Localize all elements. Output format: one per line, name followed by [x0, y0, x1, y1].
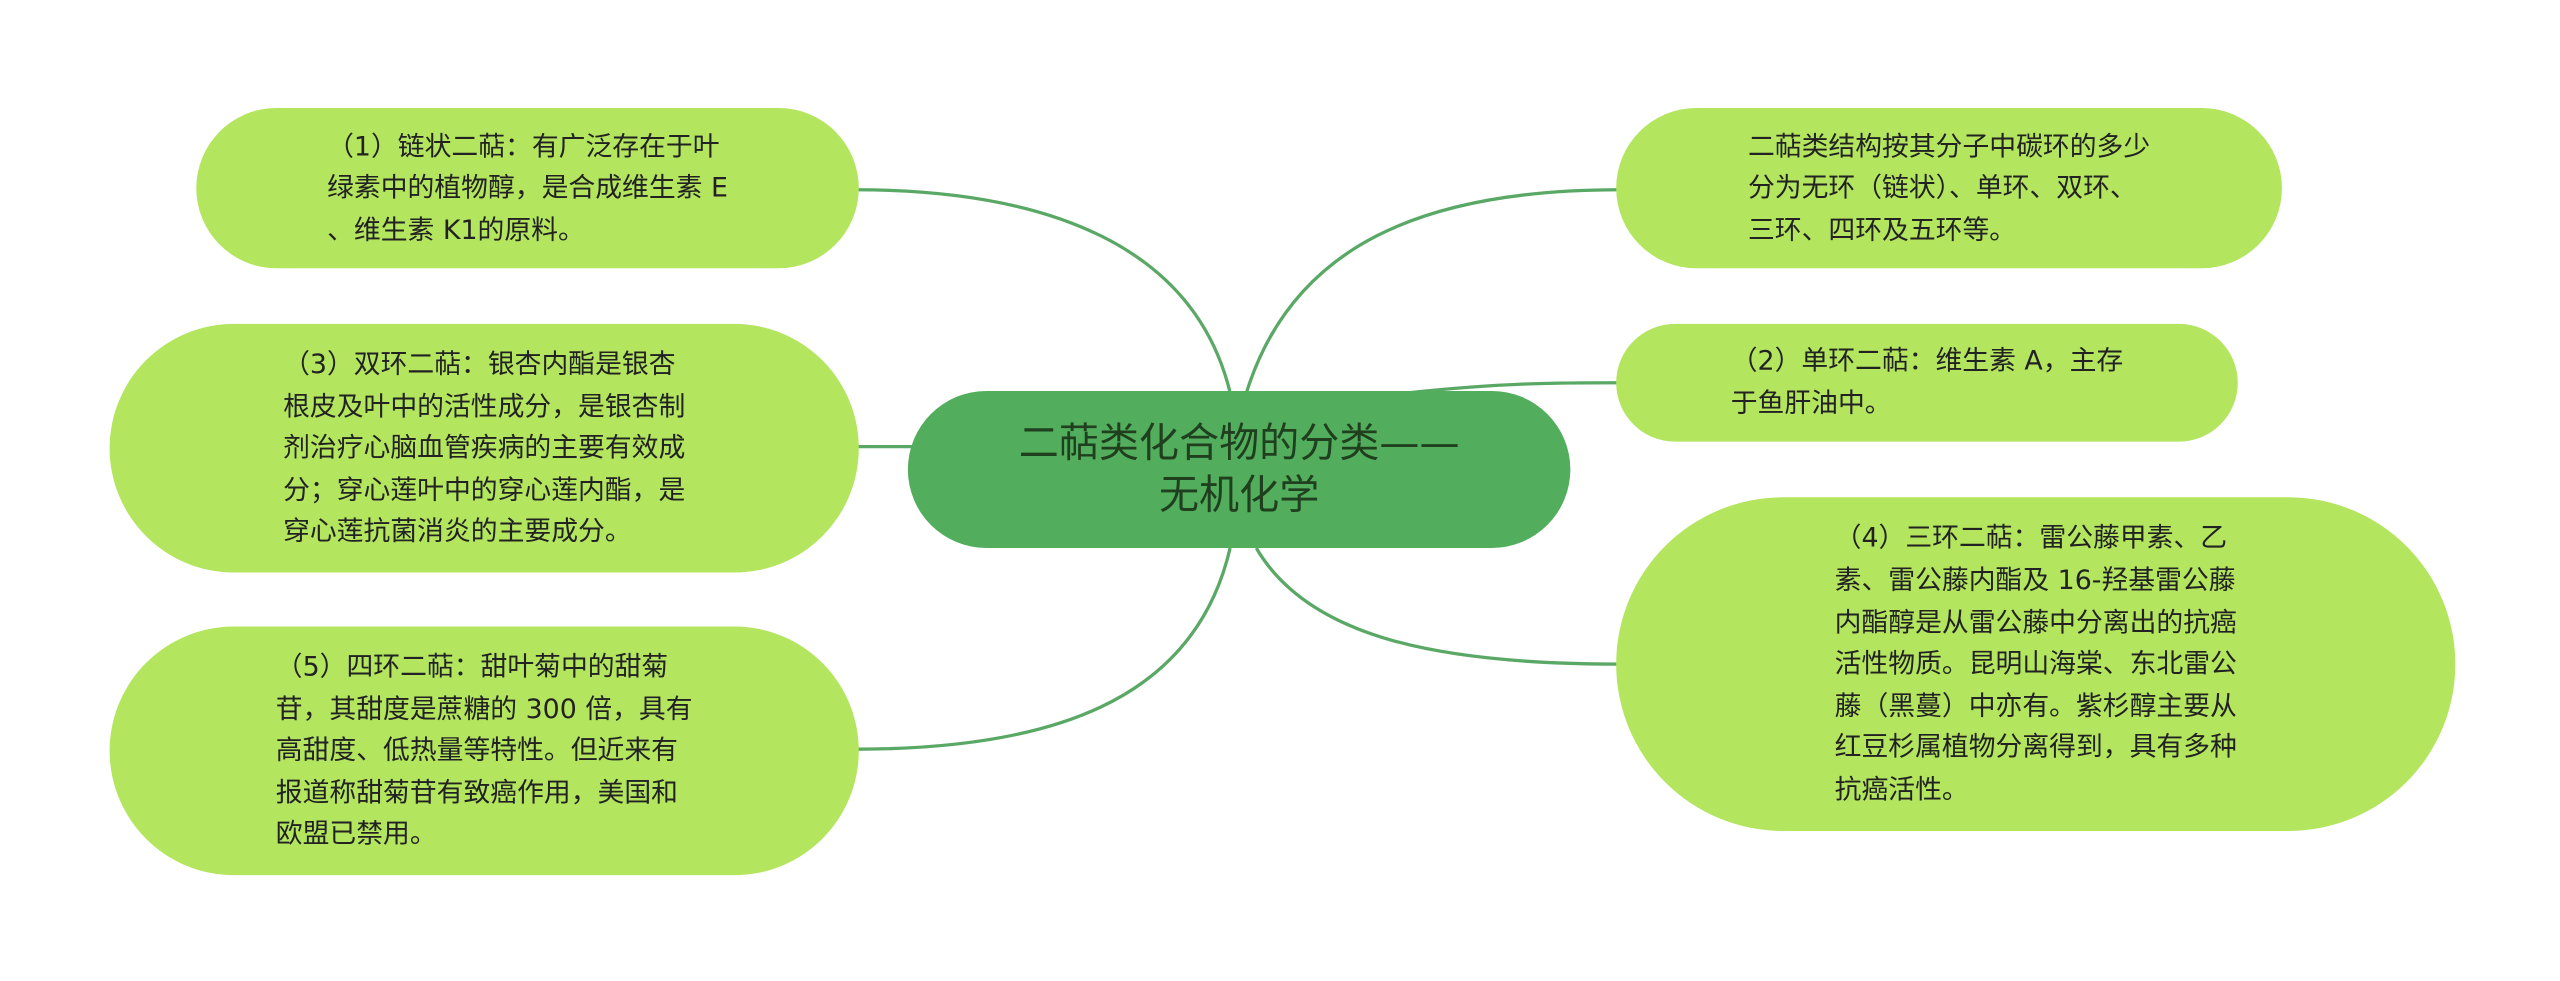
leaf-text-chain-diterpene: （1）链状二萜：有广泛存在于叶 绿素中的植物醇，是合成维生素 E 、维生素 K1…	[327, 130, 728, 246]
leaf-text-bicyclic-diterpene: （3）双环二萜：银杏内酯是银杏 根皮及叶中的活性成分，是银杏制 剂治疗心脑血管疾…	[283, 348, 686, 547]
leaf-text-classification-overview: 二萜类结构按其分子中碳环的多少 分为无环（链状）、单环、双环、 三环、四环及五环…	[1747, 130, 2151, 246]
leaf-node-tetracyclic-diterpene[interactable]: （5）四环二萜：甜叶菊中的甜菊 苷，其甜度是蔗糖的 300 倍，具有 高甜度、低…	[109, 626, 859, 876]
leaf-text-monocyclic-diterpene: （2）单环二萜：维生素 A，主存 于鱼肝油中。	[1730, 345, 2124, 419]
leaf-text-tetracyclic-diterpene: （5）四环二萜：甜叶菊中的甜菊 苷，其甜度是蔗糖的 300 倍，具有 高甜度、低…	[275, 651, 693, 850]
leaf-node-monocyclic-diterpene[interactable]: （2）单环二萜：维生素 A，主存 于鱼肝油中。	[1616, 323, 2238, 442]
leaf-node-bicyclic-diterpene[interactable]: （3）双环二萜：银杏内酯是银杏 根皮及叶中的活性成分，是银杏制 剂治疗心脑血管疾…	[109, 323, 859, 573]
leaf-node-classification-overview[interactable]: 二萜类结构按其分子中碳环的多少 分为无环（链状）、单环、双环、 三环、四环及五环…	[1616, 107, 2282, 269]
connector-chain	[855, 188, 1232, 393]
leaf-node-tricyclic-diterpene[interactable]: （4）三环二萜：雷公藤甲素、乙 素、雷公藤内酯及 16-羟基雷公藤 内酯醇是从雷…	[1616, 497, 2456, 831]
connector-tricyclic	[1254, 547, 1620, 666]
leaf-node-chain-diterpene[interactable]: （1）链状二萜：有广泛存在于叶 绿素中的植物醇，是合成维生素 E 、维生素 K1…	[196, 107, 859, 269]
leaf-text-tricyclic-diterpene: （4）三环二萜：雷公藤甲素、乙 素、雷公藤内酯及 16-羟基雷公藤 内酯醇是从雷…	[1834, 522, 2237, 805]
central-topic-title: 二萜类化合物的分类—— 无机化学	[1018, 418, 1460, 519]
connector-tetracyclic	[855, 547, 1232, 751]
connector-monocyclic	[1409, 381, 1620, 395]
connector-overview	[1244, 188, 1620, 394]
central-topic-node[interactable]: 二萜类化合物的分类—— 无机化学	[907, 390, 1571, 548]
